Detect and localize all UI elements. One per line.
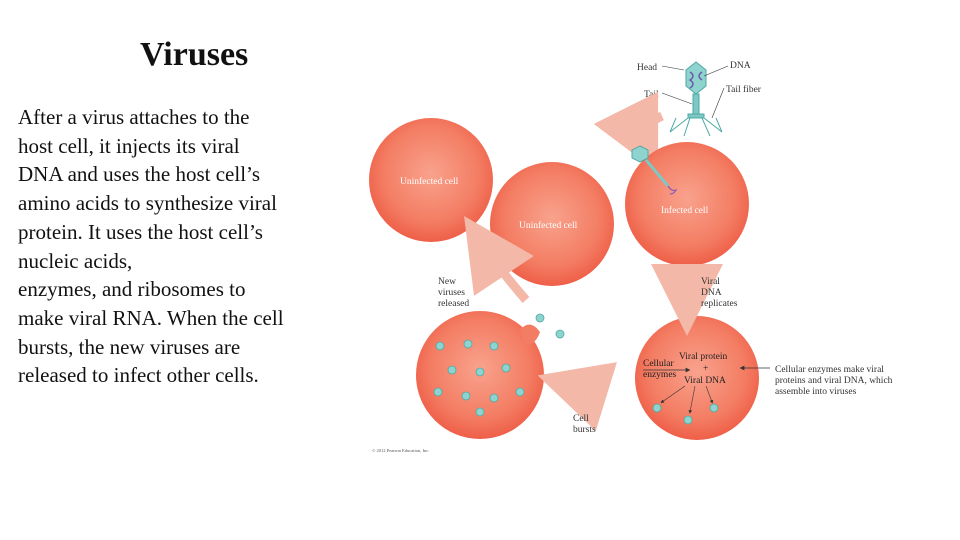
label-viral-dna: replicates <box>701 299 738 309</box>
callout-text: proteins and viral DNA, which <box>775 376 893 386</box>
label-viral-protein: Viral protein <box>679 352 727 362</box>
label-cell-bursts: Cell <box>573 414 589 424</box>
body-line: After a virus attaches to the <box>18 105 250 129</box>
assembled-viruses-icon <box>652 403 719 425</box>
injecting-virus-icon <box>631 145 678 195</box>
body-line: make viral RNA. When the cell <box>18 305 284 330</box>
label-cellular-enzymes: enzymes <box>643 370 677 380</box>
label-uninfected-cell-1: Uninfected cell <box>400 176 459 187</box>
bacteriophage-icon <box>669 61 723 137</box>
label-new-viruses: New <box>438 277 456 287</box>
body-line: host cell, it injects its viral <box>18 133 240 158</box>
body-line: bursts, the new viruses are <box>18 334 241 359</box>
copyright-notice: © 2012 Pearson Education, Inc. <box>372 448 429 454</box>
body-line: enzymes, and ribosomes to <box>18 277 246 302</box>
label-infected-cell: Infected cell <box>661 205 709 216</box>
body-text: After a virus attaches to the host cell,… <box>18 103 333 390</box>
label-cell-bursts: bursts <box>573 425 596 435</box>
new-viruses-icon <box>433 313 565 417</box>
body-line: DNA and uses the host cell’s <box>18 162 261 187</box>
replicating-cell <box>635 316 759 440</box>
label-new-viruses: viruses <box>438 288 465 298</box>
label-viral-dna: DNA <box>701 288 722 298</box>
label-head: Head <box>637 63 657 73</box>
label-uninfected-cell-2: Uninfected cell <box>519 220 578 231</box>
body-line: amino acids to synthesize viral <box>18 191 277 216</box>
uninfected-cell-1 <box>369 118 493 242</box>
label-viral-dna-product: Viral DNA <box>684 376 726 386</box>
slide-title: Viruses <box>140 36 249 73</box>
callout-text: assemble into viruses <box>775 387 857 397</box>
body-line: protein. It uses the host cell’s <box>18 219 263 244</box>
body-line: nucleic acids, <box>18 248 133 273</box>
label-cellular-enzymes: Cellular <box>643 359 674 369</box>
virus-lifecycle-diagram: Head DNA Tail Tail fiber Uninfected cell… <box>369 61 893 454</box>
label-tail-fiber: Tail fiber <box>726 84 762 95</box>
label-dna: DNA <box>730 61 751 71</box>
label-viral-dna: Viral <box>701 277 720 287</box>
body-line: released to infect other cells. <box>18 363 259 388</box>
callout-text: Cellular enzymes make viral <box>775 365 884 375</box>
label-new-viruses: released <box>438 299 469 309</box>
label-plus: + <box>703 364 708 374</box>
label-tail: Tail <box>644 90 659 100</box>
